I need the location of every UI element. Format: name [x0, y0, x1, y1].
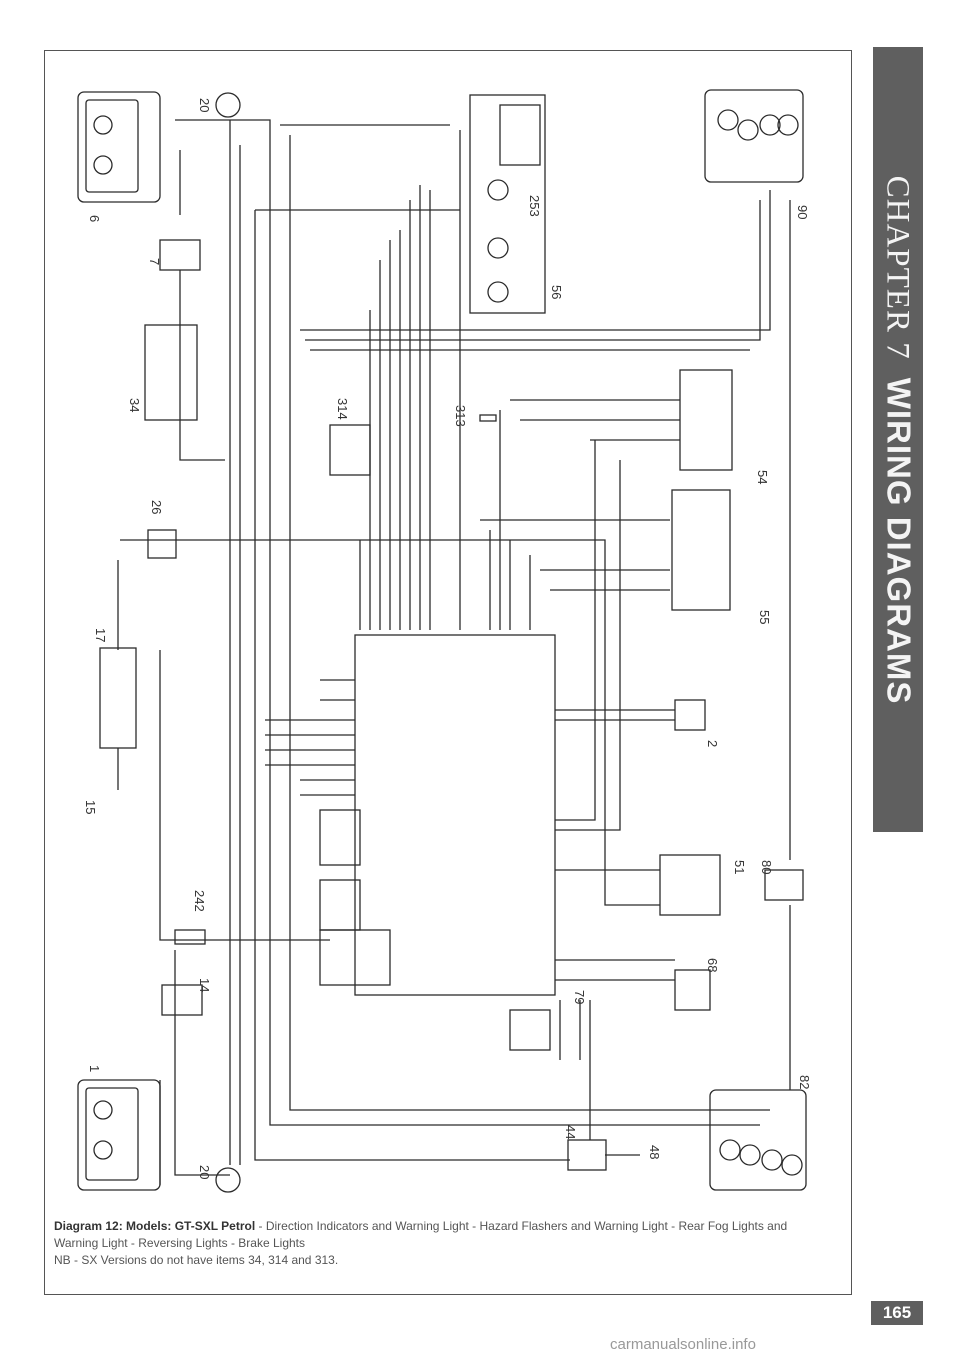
front-left-lamp-unit	[77, 91, 161, 203]
rear-right-lamp-unit	[709, 1089, 807, 1191]
page-number: 165	[871, 1301, 923, 1325]
label-34: 34	[127, 398, 142, 412]
chapter-tab-text: CHAPTER 7 WIRING DIAGRAMS	[879, 45, 918, 835]
connector-44	[567, 1139, 607, 1171]
component-26	[147, 529, 177, 559]
fuse-box-17	[99, 647, 137, 749]
switch-34	[144, 324, 198, 421]
label-48: 48	[647, 1145, 662, 1159]
chapter-title: WIRING DIAGRAMS	[880, 377, 918, 705]
label-54: 54	[755, 470, 770, 484]
label-26: 26	[149, 500, 164, 514]
label-82: 82	[797, 1075, 812, 1089]
caption-line-2: NB - SX Versions do not have items 34, 3…	[54, 1253, 339, 1267]
label-68: 68	[705, 958, 720, 972]
label-253: 253	[527, 195, 542, 217]
diagram-frame	[44, 50, 852, 1295]
label-80: 80	[759, 860, 774, 874]
central-control-unit	[354, 634, 556, 996]
label-6: 6	[87, 215, 102, 222]
component-242	[174, 929, 206, 945]
label-2: 2	[705, 740, 720, 747]
label-56: 56	[549, 285, 564, 299]
label-20b: 20	[197, 1165, 212, 1179]
side-repeater-bottom	[215, 1167, 241, 1193]
chapter-tab	[873, 47, 923, 832]
caption-line-1: - Direction Indicators and Warning Light…	[54, 1219, 788, 1250]
label-14: 14	[197, 978, 212, 992]
connector-14	[161, 984, 203, 1016]
connector-7	[159, 239, 201, 271]
component-314	[329, 424, 371, 476]
switch-55	[671, 489, 731, 611]
label-51: 51	[732, 860, 747, 874]
connector-80	[764, 869, 804, 901]
label-313: 313	[453, 405, 468, 427]
label-90: 90	[795, 205, 810, 219]
diagram-caption: Diagram 12: Models: GT-SXL Petrol - Dire…	[54, 1218, 834, 1269]
label-17: 17	[93, 628, 108, 642]
component-2	[674, 699, 706, 731]
label-7: 7	[147, 258, 162, 265]
label-15: 15	[83, 800, 98, 814]
front-right-lamp-unit	[704, 89, 804, 183]
side-repeater-top	[215, 92, 241, 118]
switch-51	[659, 854, 721, 916]
watermark: carmanualsonline.info	[610, 1336, 756, 1353]
label-1: 1	[87, 1065, 102, 1072]
label-242: 242	[192, 890, 207, 912]
label-20a: 20	[197, 98, 212, 112]
label-44: 44	[563, 1125, 578, 1139]
component-56	[469, 94, 546, 314]
label-79: 79	[572, 990, 587, 1004]
component-79	[509, 1009, 551, 1051]
component-313	[479, 414, 497, 422]
label-55: 55	[757, 610, 772, 624]
switch-68	[674, 969, 711, 1011]
rear-left-lamp-unit	[77, 1079, 161, 1191]
switch-54	[679, 369, 733, 471]
chapter-label: CHAPTER 7	[879, 175, 916, 360]
label-314: 314	[335, 398, 350, 420]
caption-heading: Diagram 12: Models: GT-SXL Petrol	[54, 1219, 256, 1233]
